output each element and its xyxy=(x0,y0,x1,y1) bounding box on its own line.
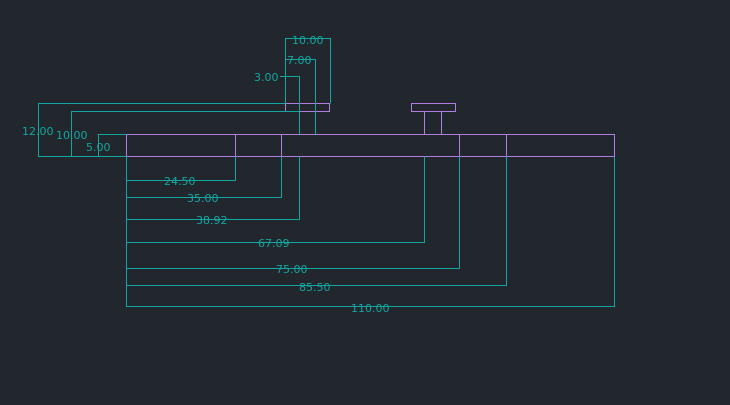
dim-text-height-head: 10.00 xyxy=(56,129,88,142)
dim-line-total-length xyxy=(126,156,615,307)
base-plate xyxy=(126,134,615,157)
right-pin-head xyxy=(411,103,456,112)
dim-text-pin-width-outer: 10.00 xyxy=(292,34,324,47)
dim-text-38-92: 38.92 xyxy=(196,214,228,227)
dim-line-height-plate xyxy=(98,134,127,157)
dim-line-85-50 xyxy=(126,156,507,286)
dim-line-height-head xyxy=(71,111,300,157)
dim-text-pin-offset: 3.00 xyxy=(254,71,279,84)
dim-text-24-50: 24.50 xyxy=(164,175,196,188)
dim-text-height-plate: 5.00 xyxy=(86,141,111,154)
dim-line-67-09 xyxy=(126,156,425,243)
height-dimensions: 12.00 10.00 5.00 xyxy=(22,103,300,157)
dim-line-pin-width-outer xyxy=(285,38,331,104)
dim-line-38-92 xyxy=(126,156,300,220)
left-pin-stem xyxy=(299,111,316,135)
dim-text-75-00: 75.00 xyxy=(276,263,308,276)
pin-dimensions: 10.00 7.00 3.00 xyxy=(254,34,331,135)
left-pin-head xyxy=(285,103,330,112)
part-geometry xyxy=(126,103,615,157)
dim-line-35-00 xyxy=(126,156,282,198)
dim-text-67-09: 67.09 xyxy=(258,237,290,250)
dim-text-pin-width-inner: 7.00 xyxy=(287,54,312,67)
dim-text-total-length: 110.00 xyxy=(351,302,390,315)
right-pin-stem xyxy=(424,111,442,135)
dim-line-pin-width-inner xyxy=(285,59,316,135)
dim-text-85-50: 85.50 xyxy=(299,281,331,294)
dim-text-height-total: 12.00 xyxy=(22,125,54,138)
dim-text-35-00: 35.00 xyxy=(187,192,219,205)
dim-line-height-total xyxy=(38,103,286,157)
dim-line-75-00 xyxy=(126,156,460,269)
dim-line-pin-offset xyxy=(285,76,300,135)
position-dimensions: 24.50 35.00 38.92 67.09 75.00 85.50 110.… xyxy=(126,156,615,315)
dim-line-24-50 xyxy=(126,156,236,181)
